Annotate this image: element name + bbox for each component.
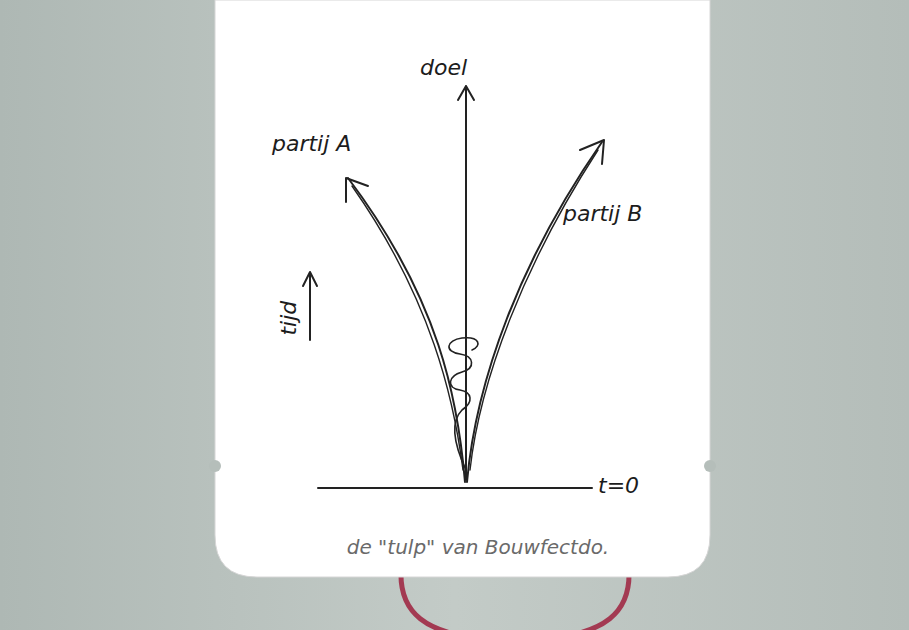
card-notch — [704, 460, 716, 472]
card-notch — [209, 460, 221, 472]
axis-label: tijd — [277, 301, 301, 336]
party-a-arrowhead — [346, 178, 368, 202]
caption: de "tulp" van Bouwfectdo. — [347, 536, 609, 558]
party-label: partij B — [563, 202, 642, 226]
spiral — [449, 338, 478, 470]
party-b-curve — [470, 150, 598, 470]
time-zero-line — [318, 487, 592, 489]
party-a-curve — [352, 186, 463, 470]
time-arrow — [303, 272, 317, 340]
goal-label: doel — [420, 56, 467, 80]
party-b-curve — [467, 142, 602, 482]
goal-arrow — [458, 86, 474, 480]
party-label: partij A — [272, 132, 351, 156]
party-a-curve — [348, 178, 465, 482]
party-b-arrowhead — [580, 140, 604, 164]
time-zero-label: t=0 — [598, 474, 639, 498]
card — [215, 0, 710, 577]
